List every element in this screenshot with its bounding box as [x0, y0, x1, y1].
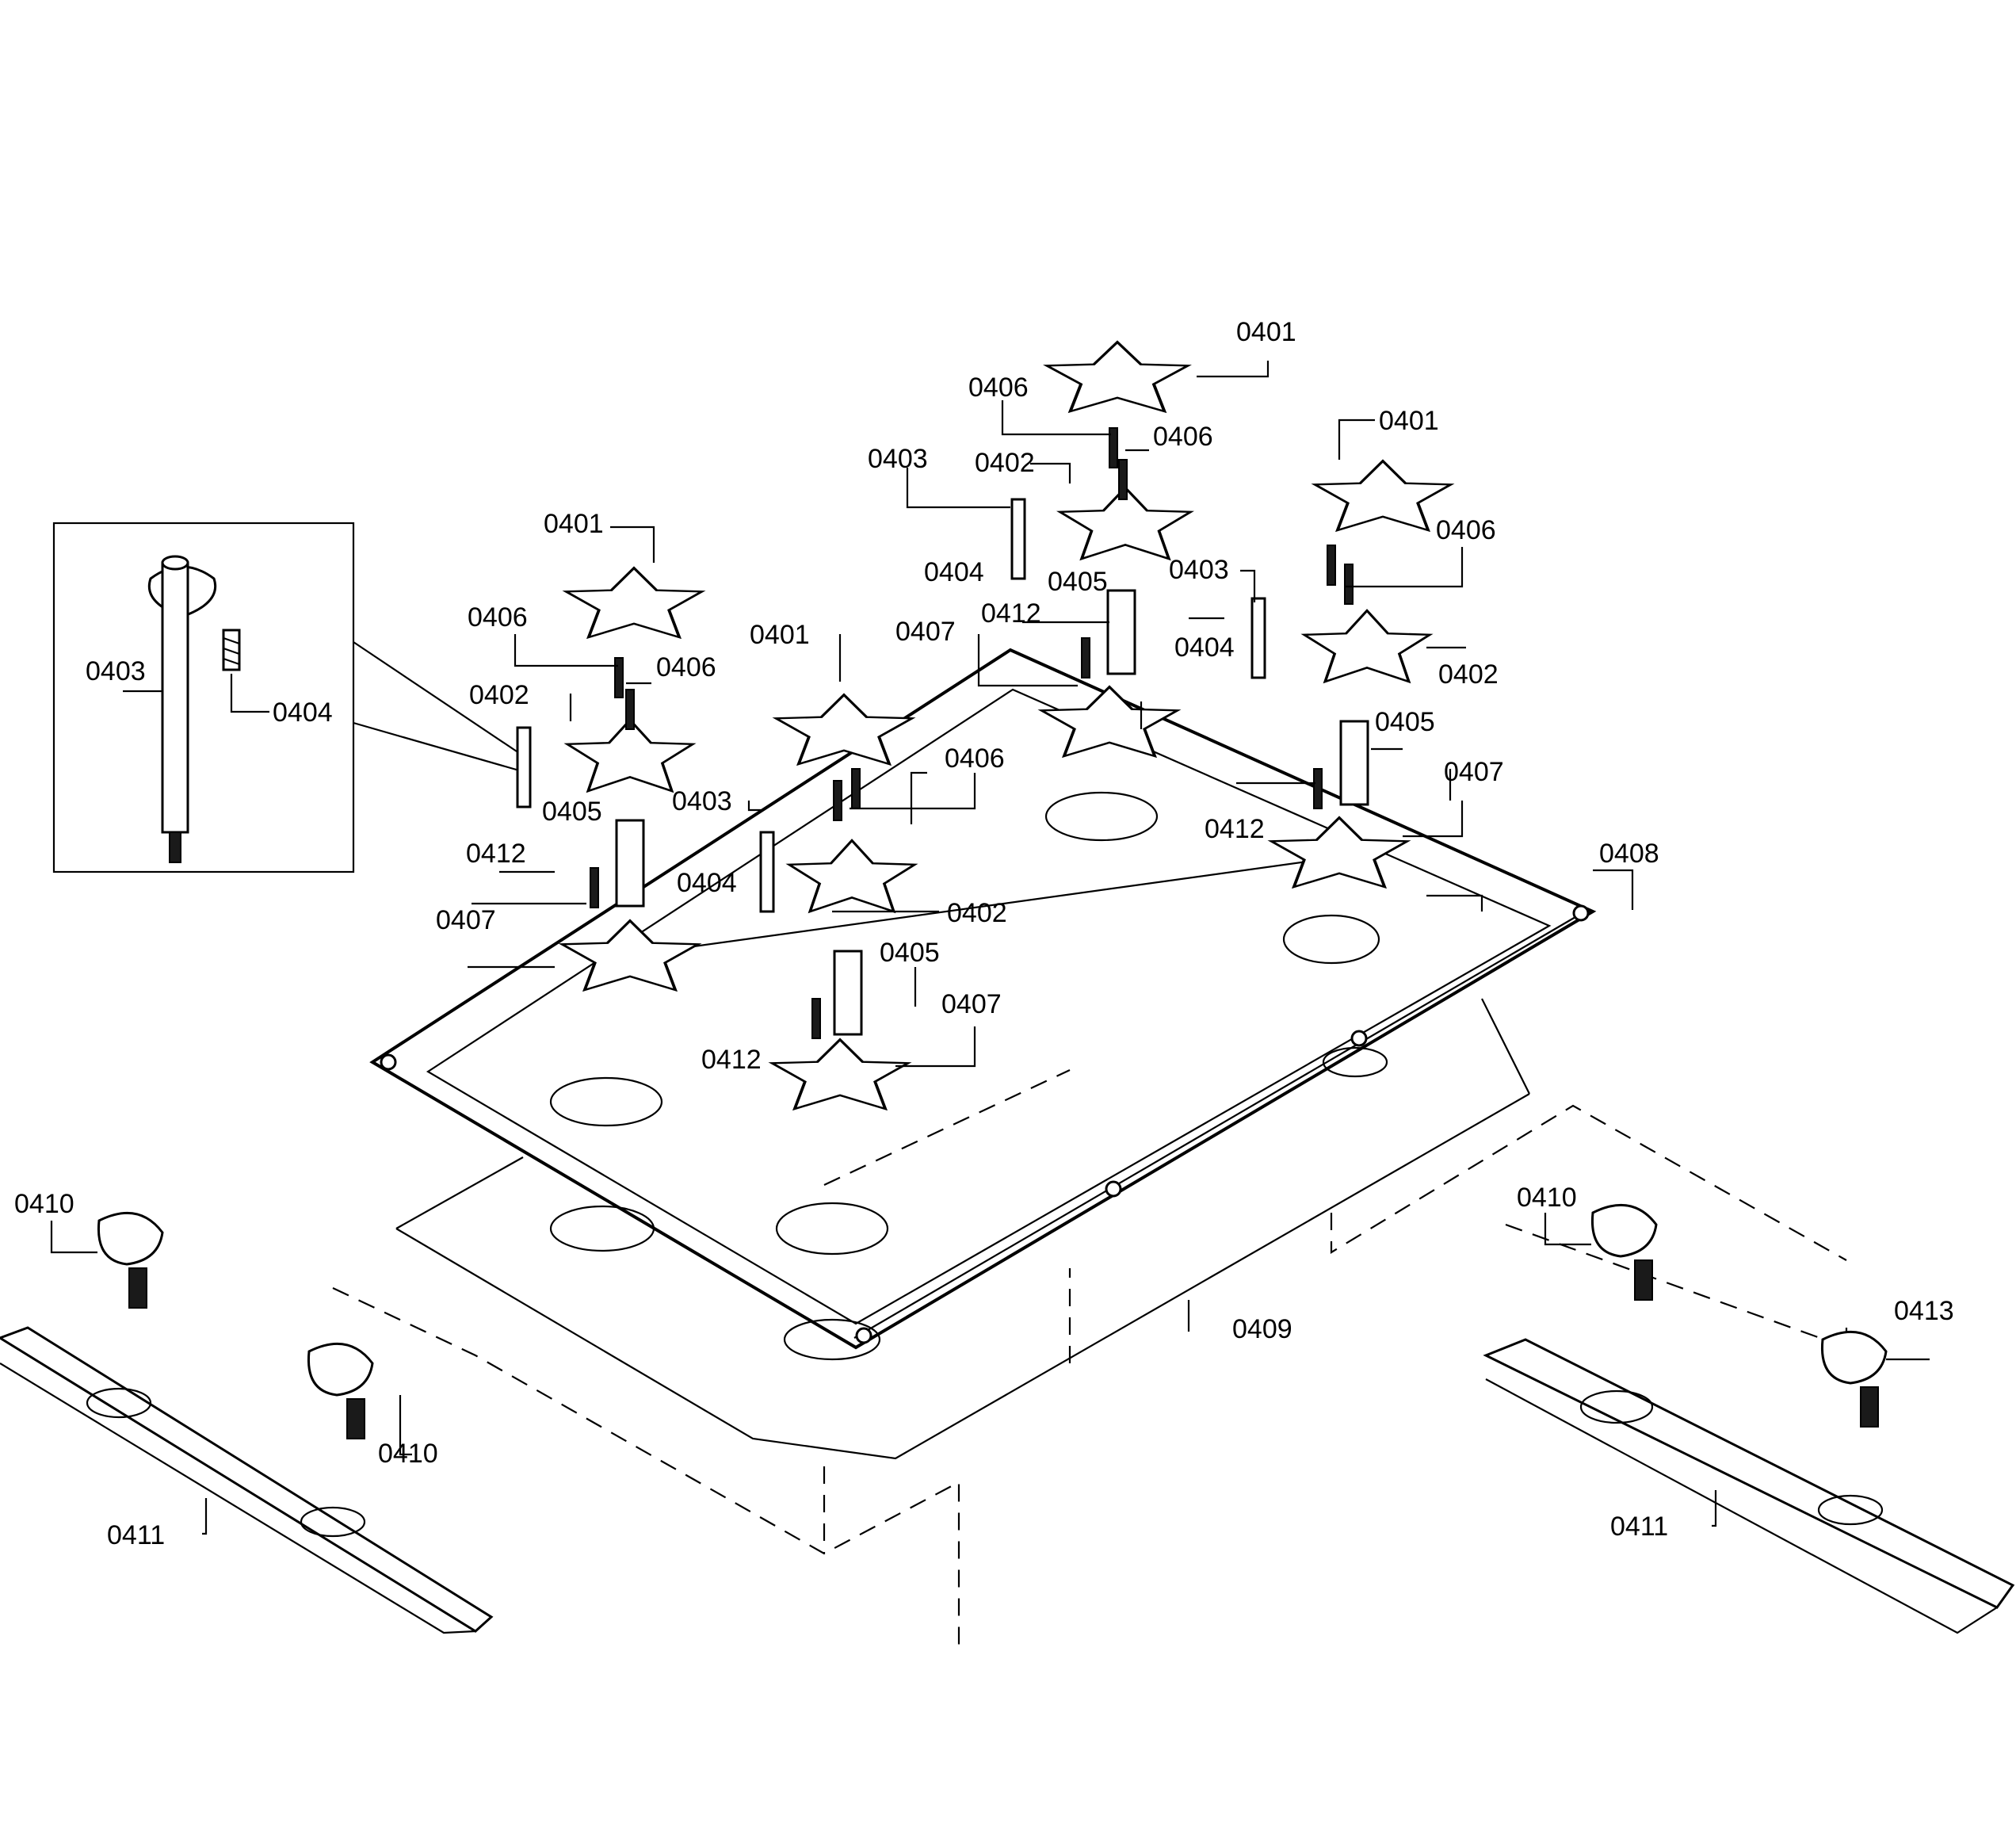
label-0412-c: 0412 [466, 839, 526, 869]
label-0406-f: 0406 [945, 743, 1005, 774]
label-0407-a: 0407 [895, 617, 956, 647]
valve-left-2 [307, 1342, 374, 1439]
cooktop-plate [369, 648, 1597, 1350]
label-0413: 0413 [1894, 1296, 1954, 1326]
label-0412-a: 0412 [981, 598, 1041, 629]
label-0410-b: 0410 [378, 1439, 438, 1469]
label-0402-a: 0402 [975, 448, 1035, 478]
label-0403-a: 0403 [868, 444, 928, 474]
label-0411-b: 0411 [1610, 1512, 1668, 1542]
burner-top [1010, 342, 1193, 842]
valve-left-1 [97, 1211, 164, 1309]
label-0405-c: 0405 [542, 797, 602, 827]
base-tray [395, 998, 1530, 1460]
label-0405-a: 0405 [1048, 567, 1108, 597]
label-0404-a: 0404 [924, 557, 984, 587]
label-0410-a: 0410 [14, 1189, 74, 1219]
burner-left [516, 566, 704, 1127]
burner-cap-middle [774, 693, 914, 766]
label-0406-c: 0406 [1436, 515, 1496, 545]
label-0410-c: 0410 [1517, 1183, 1577, 1213]
label-0402-c: 0402 [469, 680, 529, 710]
label-0404-c: 0404 [677, 868, 737, 898]
label-0406-e: 0406 [656, 652, 716, 682]
label-0411-a: 0411 [107, 1520, 165, 1550]
burner-head-right [1303, 609, 1431, 683]
label-0407-d: 0407 [941, 989, 1002, 1019]
label-0406-a: 0406 [968, 373, 1029, 403]
assembly-lines [332, 1069, 1848, 1645]
label-0412-d: 0412 [701, 1045, 762, 1075]
label-0407-c: 0407 [436, 905, 496, 935]
label-0405-d: 0405 [880, 938, 940, 968]
manifold-rail-right [1483, 1338, 2015, 1634]
burner-head-left [565, 718, 695, 793]
inset-detail-box: 0403 0404 [52, 522, 520, 873]
screw-detail [222, 629, 241, 671]
label-0408: 0408 [1599, 839, 1659, 869]
label-0401-top: 0401 [1236, 317, 1296, 347]
manifold-rail-left [0, 1326, 494, 1634]
burner-middle [759, 693, 916, 1256]
label-0407-b: 0407 [1444, 757, 1504, 787]
label-0403-inset: 0403 [86, 656, 146, 686]
valve-right-1 [1590, 1203, 1658, 1301]
label-0403-b: 0403 [1169, 555, 1229, 585]
burner-cup-top [1040, 685, 1179, 758]
part-labels: 0401 0401 0401 0401 0406 0406 0406 0406 … [14, 317, 1954, 1550]
burner-right [1250, 459, 1453, 965]
label-0412-b: 0412 [1205, 814, 1265, 844]
burner-cap-right [1313, 459, 1453, 532]
burner-cap-top [1047, 342, 1188, 411]
label-0406-b: 0406 [1153, 422, 1213, 452]
label-0402-b: 0402 [1438, 659, 1499, 690]
burner-head-middle [787, 839, 916, 913]
label-0409: 0409 [1232, 1314, 1292, 1344]
leader-lines [50, 361, 1930, 1535]
label-0401-middle: 0401 [750, 620, 810, 650]
burner-cup-left [560, 919, 700, 992]
valve-right-2 [1820, 1330, 1888, 1428]
burner-cup-right [1270, 816, 1409, 889]
label-0405-b: 0405 [1375, 707, 1435, 737]
label-0404-inset: 0404 [273, 698, 333, 728]
burner-cup-middle [770, 1038, 910, 1110]
label-0406-d: 0406 [468, 602, 528, 633]
label-0404-b: 0404 [1174, 633, 1235, 663]
label-0402-d: 0402 [947, 898, 1007, 928]
label-0403-c: 0403 [672, 786, 732, 816]
thermocouple-detail [148, 555, 216, 863]
burner-cap-left [564, 566, 704, 639]
label-0401-left: 0401 [544, 509, 604, 539]
label-0401-right: 0401 [1379, 406, 1439, 436]
